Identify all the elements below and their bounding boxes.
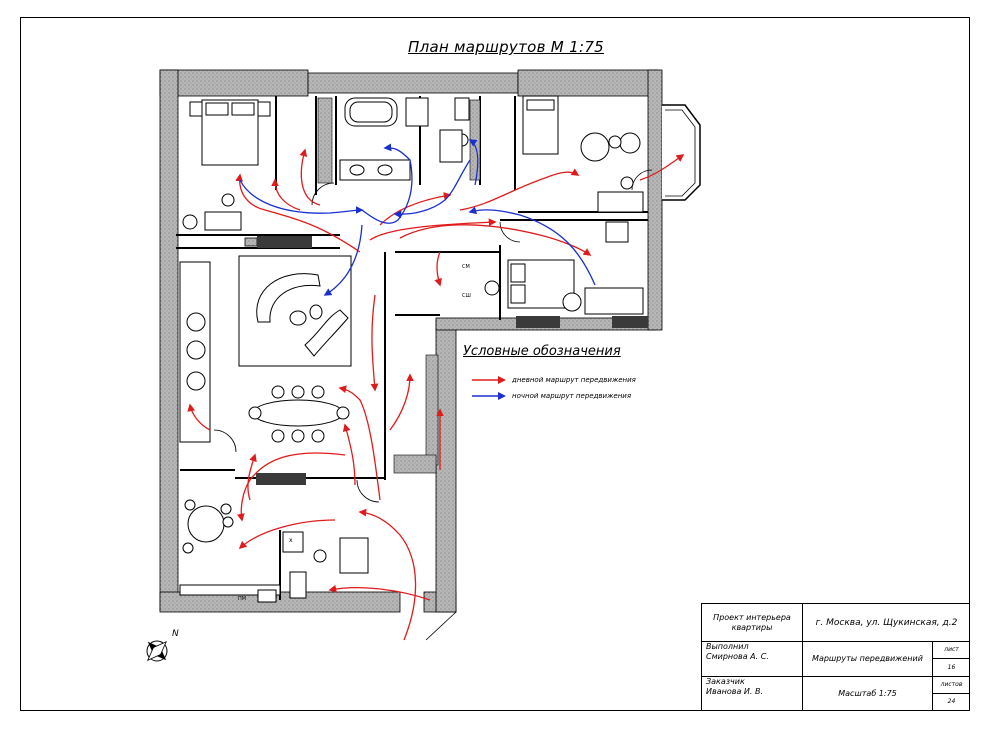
project-name: Проект интерьера квартиры [702,604,803,642]
living-sofa [238,255,352,367]
dining-table [248,385,350,443]
scale: Масштаб 1:75 [803,677,933,710]
author-name: Смирнова А. С. [706,652,769,661]
legend-night-label: ночной маршрут передвижения [512,392,632,400]
label-sm: СМ [462,264,470,270]
bay-window [662,104,701,201]
day-routes [187,148,685,641]
sheet-label: лист [933,642,970,659]
north-label: N [172,629,179,639]
loggia-chairs [179,261,211,443]
exterior-walls [159,69,663,613]
kitchen-table [179,499,281,596]
legend-day-label: дневной маршрут передвижения [512,376,636,384]
sheets-label: листов [933,677,970,694]
label-ssh: СШ [462,293,471,299]
client-cell: Заказчик Иванова И. В. [702,677,803,710]
sheets-total: 24 [947,698,956,705]
wall-segment [516,316,560,328]
master-bed [182,99,271,231]
guest-bed [484,259,644,315]
sheet-name: Маршруты передвижений [803,642,933,677]
wall-segment [256,473,306,485]
client-label: Заказчик [706,677,745,686]
red-arrow-icon [472,376,506,384]
north-arrow-icon [146,640,168,662]
legend-title: Условные обозначения [463,344,621,359]
sheet-number: 16 [933,659,970,677]
project-address: г. Москва, ул. Щукинская, д.2 [803,604,970,642]
label-x: х [289,537,293,544]
drawing-frame [20,17,970,711]
page-title: План маршрутов М 1:75 [408,38,605,56]
night-routes [239,139,596,296]
client-name: Иванова И. В. [706,687,763,696]
bathroom-fixtures [339,97,470,181]
wc-fixtures [257,531,369,603]
blue-arrow-icon [472,392,506,400]
child-bed [522,95,644,243]
wall-segment [612,316,648,328]
author-label: Выполнил [706,642,749,651]
label-pm: ПМ [238,596,246,602]
title-block: Проект интерьера квартиры г. Москва, ул.… [701,603,970,711]
wall-segment [257,236,312,248]
author-cell: Выполнил Смирнова А. С. [702,642,803,677]
